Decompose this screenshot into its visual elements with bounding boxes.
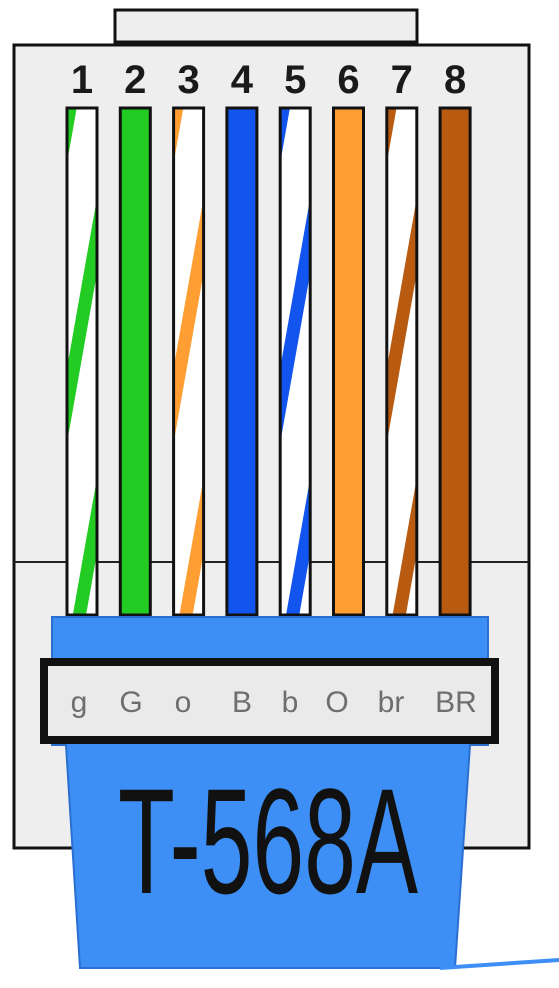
- color-code-label: B: [232, 686, 252, 719]
- wire-pin-7: [385, 106, 419, 617]
- color-code-label: o: [175, 686, 192, 719]
- wire-insulation: [226, 108, 257, 615]
- pin-number: 8: [444, 58, 466, 102]
- wire-pin-5: [278, 106, 312, 617]
- wire-pin-1: [65, 106, 99, 617]
- wire-outline: [385, 106, 419, 617]
- wire-outline: [118, 106, 152, 617]
- wire-insulation: [333, 108, 364, 615]
- wire-pin-8: [438, 106, 472, 617]
- pin-number: 5: [284, 58, 306, 102]
- wire-pin-4: [225, 106, 259, 617]
- color-code-label: O: [325, 686, 348, 719]
- color-codes: g G o B b O br BR: [71, 686, 477, 719]
- standard-title: T-568A: [118, 757, 418, 925]
- wire-pin-6: [332, 106, 365, 617]
- wire-group: [65, 106, 472, 617]
- wire-stripe: [173, 198, 204, 443]
- wire-outline: [278, 106, 312, 617]
- cable-tail: [439, 958, 559, 970]
- wire-pin-3: [172, 106, 206, 617]
- pin-number: 3: [177, 58, 199, 102]
- color-code-label: G: [119, 686, 142, 719]
- pin-number: 7: [391, 58, 413, 102]
- wire-stripe: [386, 198, 417, 443]
- pin-number: 1: [71, 58, 93, 102]
- color-code-label: BR: [435, 686, 477, 719]
- wire-stripe: [280, 198, 311, 443]
- color-code-label: br: [378, 686, 405, 719]
- wire-pin-2: [118, 106, 152, 617]
- wire-outline: [65, 106, 99, 617]
- color-code-label: g: [71, 686, 88, 719]
- wire-outline: [172, 106, 206, 617]
- wire-outline: [225, 106, 259, 617]
- wire-insulation: [120, 108, 151, 615]
- pin-number: 4: [231, 58, 254, 102]
- wire-outline: [332, 106, 365, 617]
- pin-number: 6: [337, 58, 359, 102]
- plug-latch-tab: [113, 8, 419, 44]
- wire-outline: [438, 106, 472, 617]
- wire-stripe: [67, 198, 97, 443]
- color-code-band: [40, 658, 499, 744]
- pin-number: 2: [124, 58, 146, 102]
- color-code-label: b: [282, 686, 299, 719]
- wire-insulation: [440, 108, 471, 615]
- pin-numbers: 1 2 3 4 5 6 7 8: [71, 58, 466, 102]
